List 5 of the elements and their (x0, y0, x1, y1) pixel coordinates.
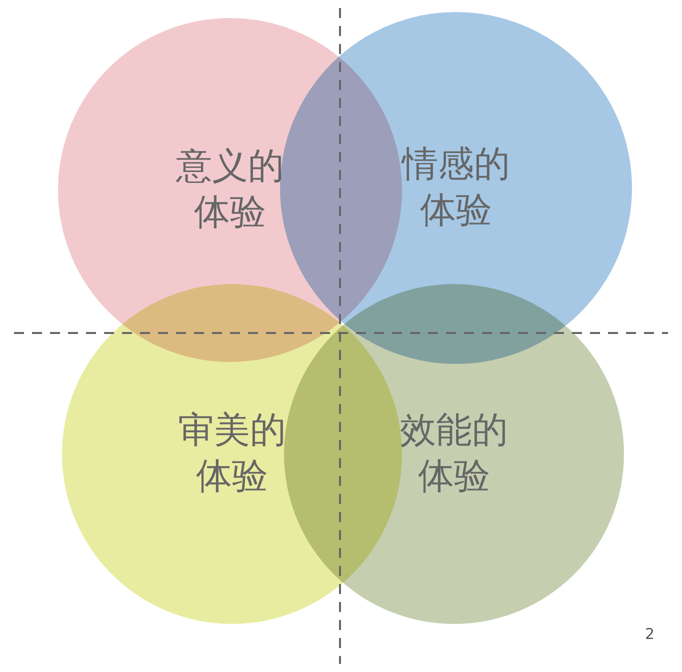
circle-label: 意义的体验 (174, 145, 285, 235)
circle-label: 效能的体验 (399, 409, 509, 499)
page-number: 2 (645, 625, 655, 643)
circle-label: 情感的体验 (400, 143, 511, 233)
circle-label: 审美的体验 (177, 409, 287, 499)
